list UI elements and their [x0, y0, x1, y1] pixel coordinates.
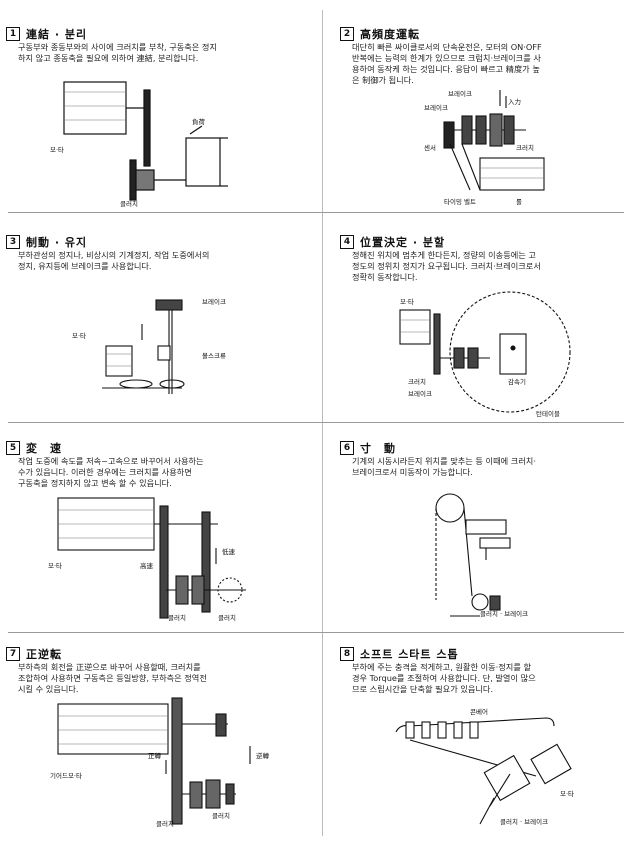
label-high-speed: 高速 — [140, 561, 154, 570]
label-clutch-b: 클러치 — [212, 811, 230, 820]
column-divider — [322, 10, 323, 836]
panel-description: 기계의 시동시라든지 위치를 맞추는 등 이때에 크러치· 브레이크로서 미동작… — [352, 456, 536, 477]
panel-number: 6 — [340, 441, 354, 455]
panel-title: 高頻度運転 — [360, 28, 420, 41]
label-sensor: 센서 — [424, 143, 436, 152]
speed-change-diagram: 모·타 低速 高速 클러치 클러치 — [48, 497, 246, 622]
panel-number: 5 — [6, 441, 20, 455]
panel-number: 3 — [6, 235, 20, 249]
panel-description: 대단히 빠른 싸이클로서의 단속운전은, 모터의 ON·OFF 반복에는 능력의… — [352, 42, 542, 85]
panel-6: 6 寸 動 기계의 시동시라든지 위치를 맞추는 등 이때에 크러치· 브레이크로… — [340, 440, 624, 628]
label-motor: 모·타 — [72, 331, 86, 340]
label-roll: 롤 — [516, 198, 522, 206]
panel-description: 작업 도중에 속도를 저속~고속으로 바꾸어서 사용하는 수가 있읍니다. 이러… — [18, 456, 204, 488]
label-reverse: 逆轉 — [256, 751, 270, 760]
panel-3: 3 制動 · 유지 부하관성의 정지나, 비상시의 기계정지, 작업 도중에서의 … — [6, 234, 312, 420]
panel-number: 1 — [6, 27, 20, 41]
panel-number: 4 — [340, 235, 354, 249]
inching-diagram: 클러치 · 브레이크 — [435, 493, 528, 618]
panel-2: 2 高頻度運転 대단히 빠른 싸이클로서의 단속운전은, 모터의 ON·OFF 반… — [340, 26, 624, 210]
label-low-speed: 低速 — [222, 547, 236, 556]
label-motor: 모·타 — [560, 789, 574, 798]
label-timing-belt: 타이밍 벨트 — [444, 197, 476, 206]
label-motor: 모·타 — [400, 297, 414, 306]
label-clutch: 클러치 — [120, 199, 138, 208]
panel-description: 부하관성의 정지나, 비상시의 기계정지, 작업 도중에서의 정지, 유지등에 … — [18, 250, 210, 271]
panel-title: 소프트 스타트 스톱 — [360, 648, 459, 661]
label-motor: 모·타 — [48, 561, 62, 570]
label-clutch-brake: 클러치 · 브레이크 — [480, 609, 528, 618]
panel-number: 7 — [6, 647, 20, 661]
braking-diagram: 브레이크 모·타 볼스크류 — [72, 297, 226, 394]
panel-title: 正逆転 — [26, 648, 62, 661]
label-load: 負荷 — [192, 117, 206, 126]
label-turntable: 턴테이블 — [536, 409, 560, 418]
panel-number: 2 — [340, 27, 354, 41]
label-forward: 正轉 — [148, 751, 162, 760]
label-input: 入力 — [508, 97, 521, 106]
panel-5: 5 変 速 작업 도중에 속도를 저속~고속으로 바꾸어서 사용하는 수가 있읍니… — [6, 440, 312, 628]
label-clutch-b: 클러치 — [218, 613, 236, 622]
label-reducer: 감속기 — [508, 377, 526, 386]
panel-title: 制動 · 유지 — [26, 236, 88, 249]
panel-description: 구동부와 종동부와의 사이에 크러치를 부착, 구동축은 정지 하지 않고 종동… — [18, 42, 217, 63]
label-brake: 브레이크 — [408, 389, 432, 398]
label-clutch-a: 클러치 — [156, 819, 174, 828]
reversing-diagram: 기어드모·타 正轉 逆轉 클러치 클러치 — [50, 697, 270, 828]
panel-8: 8 소프트 스타트 스톱 부하에 주는 충격을 적게하고, 원활한 이동·정지를 … — [340, 646, 624, 836]
label-geared-motor: 기어드모·타 — [50, 771, 82, 780]
panel-number: 8 — [340, 647, 354, 661]
panel-7: 7 正逆転 부하측의 회전을 正逆으로 바꾸어 사용할때, 크러치를 조합하여 사… — [6, 646, 312, 836]
panel-title: 位置決定 · 분할 — [360, 236, 446, 249]
panel-1: 1 連結 · 분리 구동부와 종동부와의 사이에 크러치를 부착, 구동축은 정지… — [6, 26, 312, 210]
label-brake-side: 브레이크 — [448, 89, 472, 98]
row-divider-1 — [8, 212, 624, 213]
panel-title: 寸 動 — [360, 442, 396, 455]
coupling-diagram: 負荷 모·타 클러치 — [50, 81, 228, 208]
indexing-diagram: 모·타 크러치 브레이크 감속기 턴테이블 — [399, 291, 571, 418]
panel-description: 부하측의 회전을 正逆으로 바꾸어 사용할때, 크러치를 조합하여 사용하면 구… — [18, 662, 207, 694]
label-clutch-a: 클러치 — [168, 613, 186, 622]
label-motor: 모·타 — [50, 145, 64, 154]
label-conveyor: 콘베어 — [470, 707, 488, 716]
high-frequency-diagram: 브레이크 브레이크 入力 크러치 센서 타이밍 벨트 롤 — [424, 89, 545, 206]
label-brake: 브레이크 — [202, 297, 226, 306]
panel-title: 連結 · 분리 — [26, 28, 88, 41]
label-clutch-brake: 클러치 · 브레이크 — [500, 817, 548, 826]
panel-title: 変 速 — [26, 442, 62, 455]
soft-start-diagram: 콘베어 모·타 클러치 · 브레이크 — [395, 707, 574, 826]
row-divider-3 — [8, 632, 624, 633]
label-ball-screw: 볼스크류 — [202, 351, 226, 360]
panel-description: 부하에 주는 충격을 적게하고, 원활한 이동·정지를 할 경우 Torque를… — [352, 662, 536, 694]
label-clutch: 크러치 — [516, 143, 534, 152]
panel-description: 정해진 위치에 멈추게 한다든지, 정량의 이송등에는 고 정도의 정위치 정지… — [352, 250, 541, 282]
panel-4: 4 位置決定 · 분할 정해진 위치에 멈추게 한다든지, 정량의 이송등에는 고… — [340, 234, 624, 420]
label-brake-top: 브레이크 — [424, 103, 448, 112]
row-divider-2 — [8, 422, 624, 423]
label-clutch: 크러치 — [408, 377, 426, 386]
